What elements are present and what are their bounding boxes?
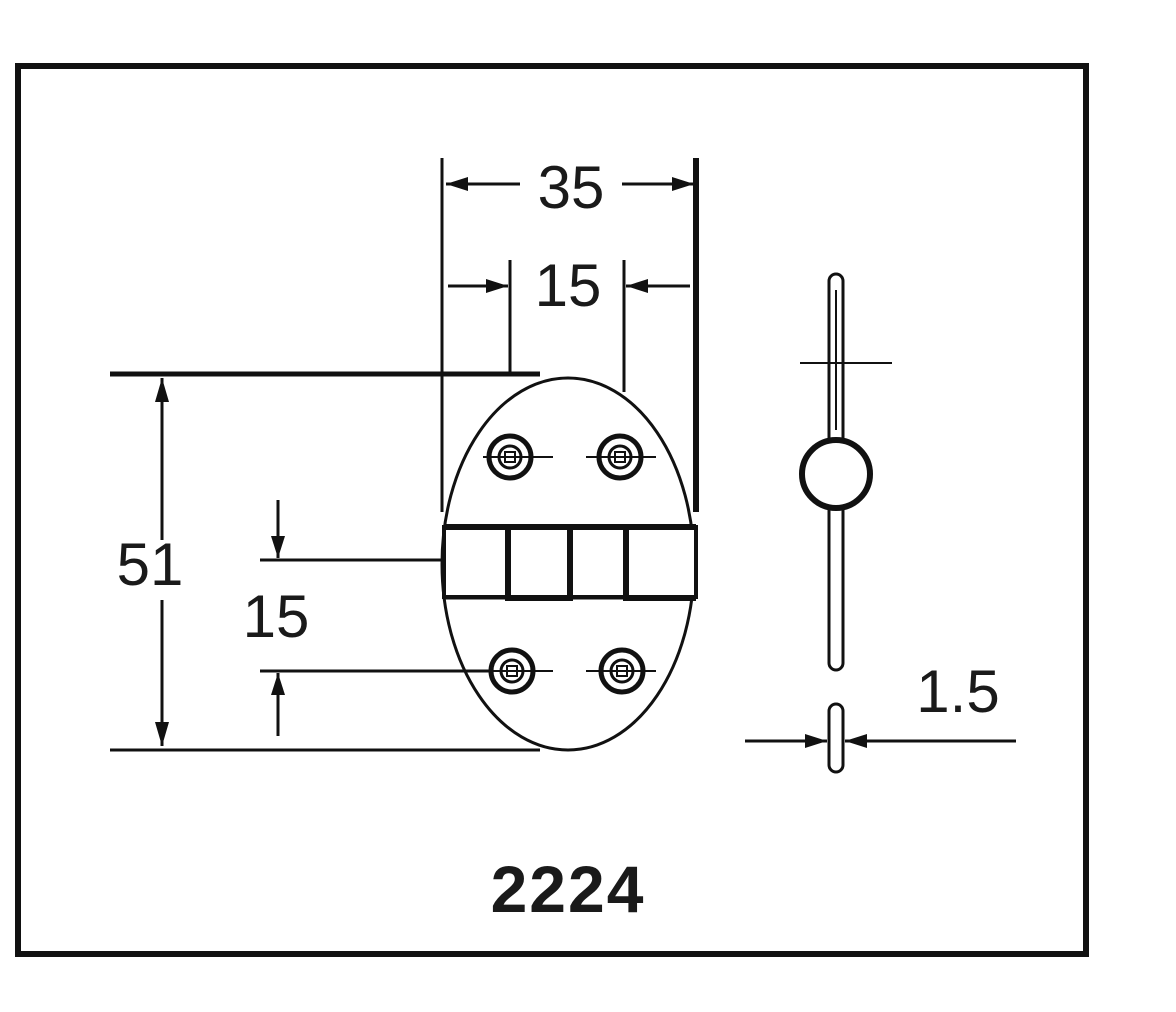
dimension-label-thickness: 1.5 bbox=[916, 658, 999, 725]
hinge-knuckle-segments bbox=[444, 524, 696, 601]
screw-hole-top-left bbox=[483, 433, 553, 481]
dimension-knuckle-width bbox=[448, 260, 690, 392]
screw-hole-bottom-right bbox=[586, 647, 656, 695]
dimension-knuckle-height bbox=[260, 500, 490, 736]
dimension-label-overall-width: 35 bbox=[538, 154, 605, 221]
dimension-thickness bbox=[745, 702, 1016, 774]
dimension-label-knuckle-width: 15 bbox=[535, 252, 602, 319]
screw-hole-bottom-left bbox=[483, 647, 553, 695]
dimension-overall-width bbox=[440, 158, 699, 512]
screw-hole-top-right bbox=[586, 433, 656, 481]
hinge-front-view bbox=[440, 376, 698, 752]
dimension-overall-height bbox=[110, 371, 540, 752]
side-view-knuckle bbox=[799, 437, 873, 511]
hinge-side-view bbox=[799, 272, 892, 672]
drawing-frame bbox=[15, 63, 1089, 957]
dimension-label-overall-height: 51 bbox=[117, 531, 184, 598]
part-number-label: 2224 bbox=[491, 852, 646, 926]
dimension-label-knuckle-height: 15 bbox=[243, 583, 310, 650]
